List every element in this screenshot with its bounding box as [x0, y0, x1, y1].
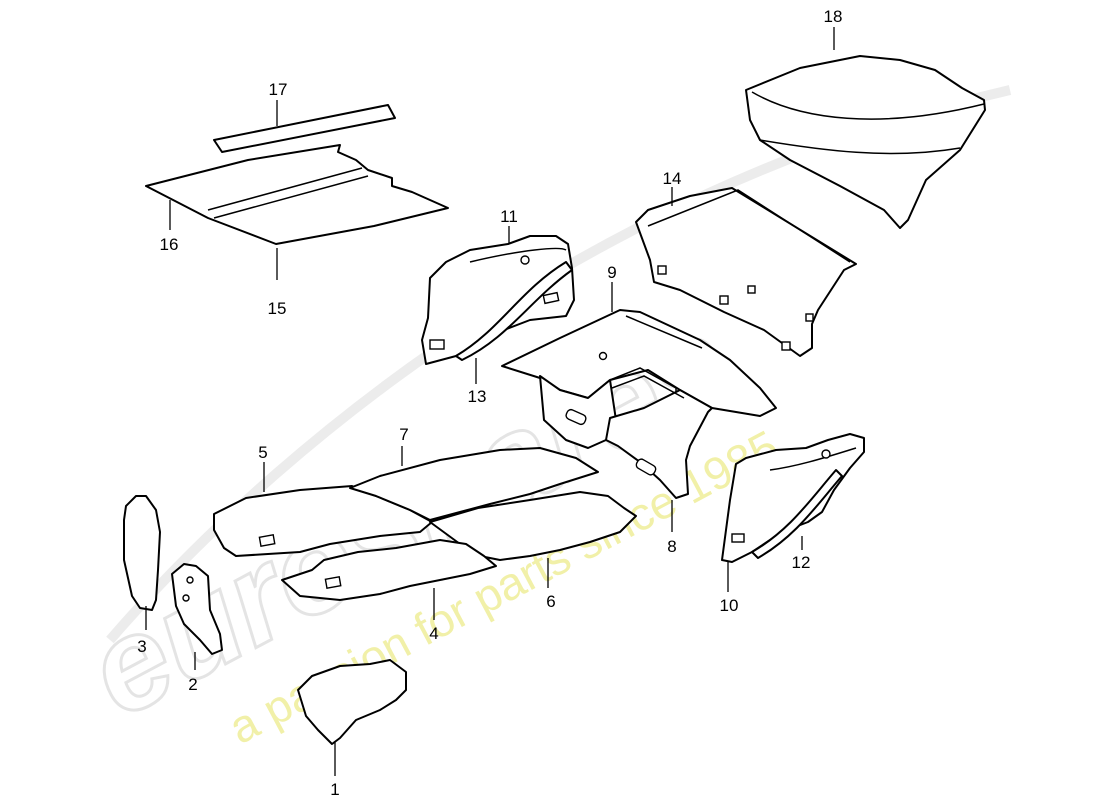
callout-6: 6 [546, 592, 555, 611]
part-2-trim-panel[interactable] [171, 563, 223, 655]
callout-16: 16 [160, 235, 179, 254]
callout-17: 17 [269, 80, 288, 99]
callout-10: 10 [720, 596, 739, 615]
callout-11: 11 [500, 207, 518, 226]
callout-8: 8 [667, 537, 676, 556]
callout-5: 5 [258, 443, 267, 462]
part-14-bulkhead-panel[interactable] [635, 187, 857, 357]
callout-13: 13 [468, 387, 487, 406]
part-4-floor-mat[interactable] [281, 539, 497, 601]
leader-lines [145, 27, 835, 776]
callout-12: 12 [792, 553, 811, 572]
callout-9: 9 [607, 263, 616, 282]
callout-15: 15 [268, 299, 287, 318]
part-18-rear-shelf[interactable] [745, 55, 986, 229]
part-17-strip[interactable] [213, 104, 396, 153]
callout-labels: 1 2 3 4 5 6 7 8 9 10 11 12 13 14 15 16 1… [137, 7, 842, 799]
callout-18: 18 [824, 7, 843, 26]
part-3-side-trim[interactable] [123, 495, 161, 611]
part-13-arch-strip[interactable] [455, 261, 573, 361]
callout-4: 4 [429, 624, 438, 643]
callout-1: 1 [330, 780, 339, 799]
part-5-floor-mat[interactable] [213, 485, 433, 557]
callout-2: 2 [188, 675, 197, 694]
callout-3: 3 [137, 637, 146, 656]
part-16-roof-liner[interactable] [145, 144, 449, 245]
part-11-wheel-arch-liner[interactable] [421, 235, 575, 365]
callout-7: 7 [399, 425, 408, 444]
part-8-floor-side-panels[interactable] [539, 367, 713, 499]
part-10-wheel-arch-liner-right[interactable] [721, 433, 865, 563]
callout-14: 14 [663, 169, 682, 188]
part-7-floor-mat[interactable] [349, 447, 599, 521]
part-12-arch-strip[interactable] [751, 469, 843, 559]
part-1-footwell-panel[interactable] [297, 659, 407, 745]
